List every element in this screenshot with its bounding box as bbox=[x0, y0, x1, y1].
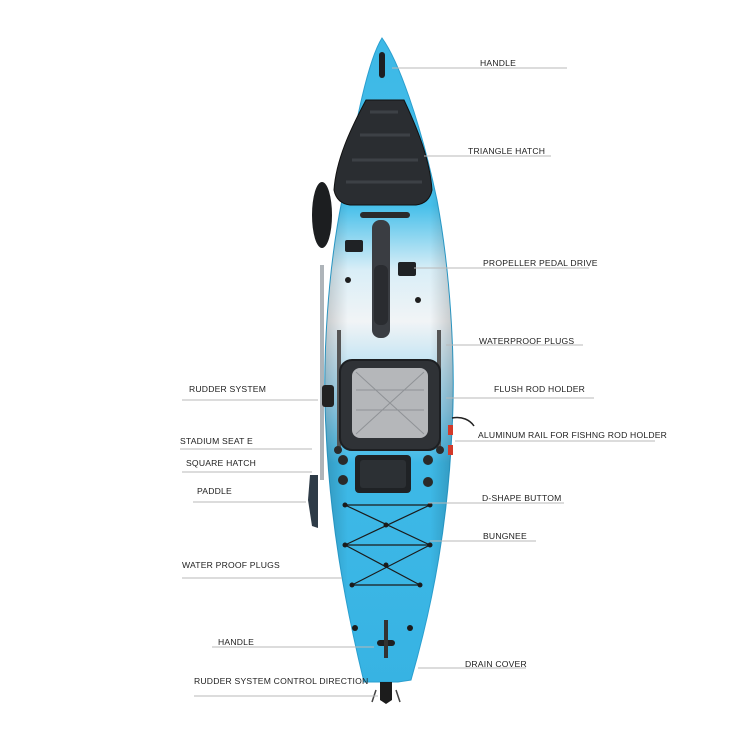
label-water-proof-plugs: WATER PROOF PLUGS bbox=[182, 560, 280, 570]
label-rudder-system: RUDDER SYSTEM bbox=[189, 384, 267, 394]
label-bungnee: BUNGNEE bbox=[483, 531, 527, 541]
label-aluminum-rail: ALUMINUM RAIL FOR FISHNG ROD HOLDER bbox=[478, 430, 668, 440]
label-triangle-hatch: TRIANGLE HATCH bbox=[468, 146, 546, 156]
label-handle-bottom: HANDLE bbox=[218, 637, 255, 647]
label-drain-cover: DRAIN COVER bbox=[465, 659, 527, 669]
label-paddle: PADDLE bbox=[197, 486, 232, 496]
label-propeller-pedal-drive: PROPELLER PEDAL DRIVE bbox=[483, 258, 598, 268]
label-waterproof-plugs: WATERPROOF PLUGS bbox=[479, 336, 575, 346]
paddle bbox=[308, 182, 332, 528]
label-d-shape-buttom: D-SHAPE BUTTOM bbox=[482, 493, 562, 503]
leader-lines bbox=[180, 67, 655, 697]
rear-plug bbox=[352, 625, 358, 631]
top-handle bbox=[379, 52, 385, 78]
label-rudder-control: RUDDER SYSTEM CONTROL DIRECTION bbox=[194, 676, 369, 686]
label-square-hatch: SQUARE HATCH bbox=[186, 458, 257, 468]
triangle-hatch bbox=[333, 99, 433, 206]
label-handle-top: HANDLE bbox=[480, 58, 517, 68]
rudder bbox=[380, 682, 392, 704]
label-flush-rod-holder: FLUSH ROD HOLDER bbox=[494, 384, 586, 394]
label-stadium-seat: STADIUM SEAT E bbox=[180, 436, 253, 446]
